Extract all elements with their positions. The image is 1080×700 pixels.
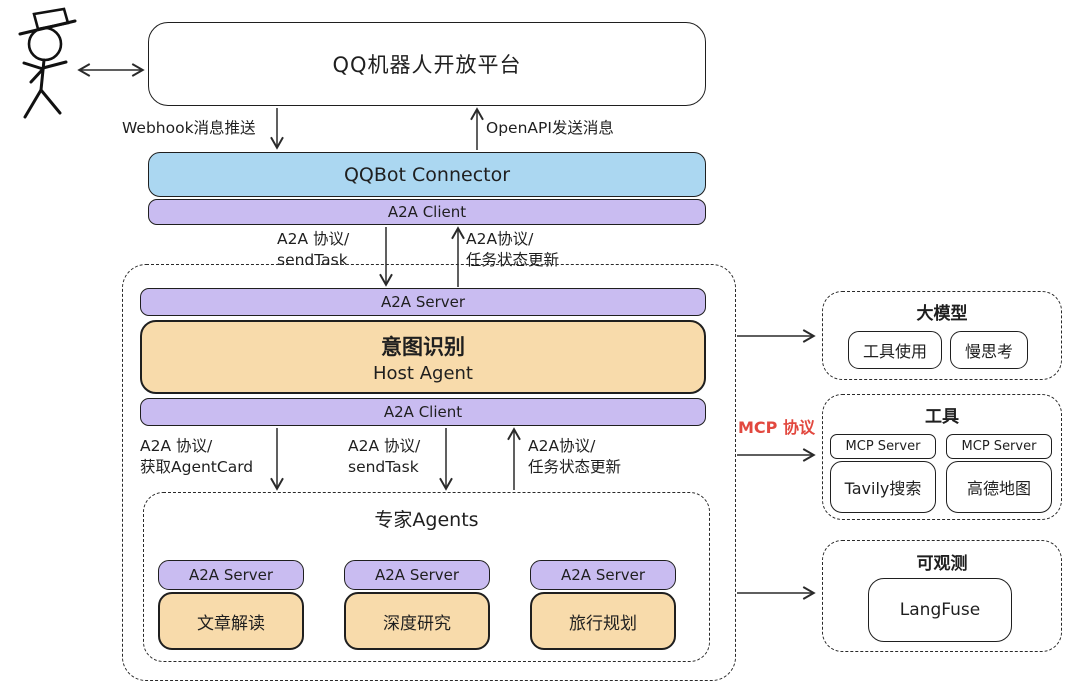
qqbot-connector-box: QQBot Connector	[148, 152, 706, 197]
experts-container	[143, 492, 710, 662]
expert-3-a2a-server: A2A Server	[530, 560, 676, 590]
llm-chip-slow-think-label: 慢思考	[964, 342, 1013, 361]
tool-2-mcp-server-bar: MCP Server	[946, 434, 1052, 459]
expert-1-server-label: A2A Server	[188, 566, 274, 584]
tools-panel-title: 工具	[925, 407, 959, 427]
llm-panel	[822, 291, 1062, 380]
host-agent-container	[122, 264, 736, 681]
tools-panel	[822, 394, 1062, 520]
send-task-mid-label: A2A 协议/ sendTask	[348, 437, 421, 476]
llm-chip-tool-use: 工具使用	[848, 331, 942, 369]
user-icon	[18, 7, 77, 119]
status-mid-label: A2A协议/ 任务状态更新	[528, 437, 622, 476]
tool-1-mcp-server-label: MCP Server	[845, 439, 921, 454]
host-a2a-client-label: A2A Client	[383, 403, 463, 421]
expert-2-name: 深度研究	[383, 613, 451, 634]
tool-1-mcp-server-bar: MCP Server	[830, 434, 936, 459]
llm-panel-title: 大模型	[916, 304, 968, 324]
experts-title: 专家Agents	[374, 509, 479, 531]
mcp-protocol-label: MCP 协议	[738, 418, 815, 437]
qqbot-connector-title: QQBot Connector	[343, 163, 511, 186]
langfuse-box: LangFuse	[868, 578, 1012, 642]
connector-a2a-client-label: A2A Client	[387, 203, 467, 221]
host-agent-title-en: Host Agent	[373, 362, 473, 384]
tool-1-box: Tavily搜索	[830, 461, 936, 513]
expert-2-server-label: A2A Server	[374, 566, 460, 584]
tool-2-mcp-server-label: MCP Server	[961, 439, 1037, 454]
expert-3-box: 旅行规划	[530, 592, 676, 650]
expert-1-a2a-server: A2A Server	[158, 560, 304, 590]
host-a2a-server-bar: A2A Server	[140, 288, 706, 316]
openapi-label: OpenAPI发送消息	[486, 119, 614, 137]
tool-1-name: Tavily搜索	[844, 479, 922, 498]
tool-2-name: 高德地图	[966, 479, 1031, 498]
observability-panel	[822, 540, 1062, 652]
get-agent-card-label: A2A 协议/ 获取AgentCard	[140, 437, 254, 476]
llm-chip-tool-use-label: 工具使用	[862, 342, 927, 361]
expert-1-box: 文章解读	[158, 592, 304, 650]
observability-panel-title: 可观测	[916, 554, 968, 574]
langfuse-label: LangFuse	[899, 600, 981, 620]
qq-platform-box: QQ机器人开放平台	[148, 22, 706, 106]
tool-2-box: 高德地图	[946, 461, 1052, 513]
host-a2a-server-label: A2A Server	[380, 293, 466, 311]
expert-3-name: 旅行规划	[569, 613, 637, 634]
host-agent-box: 意图识别 Host Agent	[140, 320, 706, 394]
expert-3-server-label: A2A Server	[560, 566, 646, 584]
llm-chip-slow-think: 慢思考	[950, 331, 1028, 369]
connector-a2a-client-bar: A2A Client	[148, 199, 706, 225]
qq-platform-title: QQ机器人开放平台	[332, 53, 522, 77]
expert-1-name: 文章解读	[197, 613, 265, 634]
host-agent-title-cn: 意图识别	[381, 334, 465, 359]
expert-2-a2a-server: A2A Server	[344, 560, 490, 590]
webhook-label: Webhook消息推送	[122, 119, 256, 137]
expert-2-box: 深度研究	[344, 592, 490, 650]
host-a2a-client-bar: A2A Client	[140, 398, 706, 426]
